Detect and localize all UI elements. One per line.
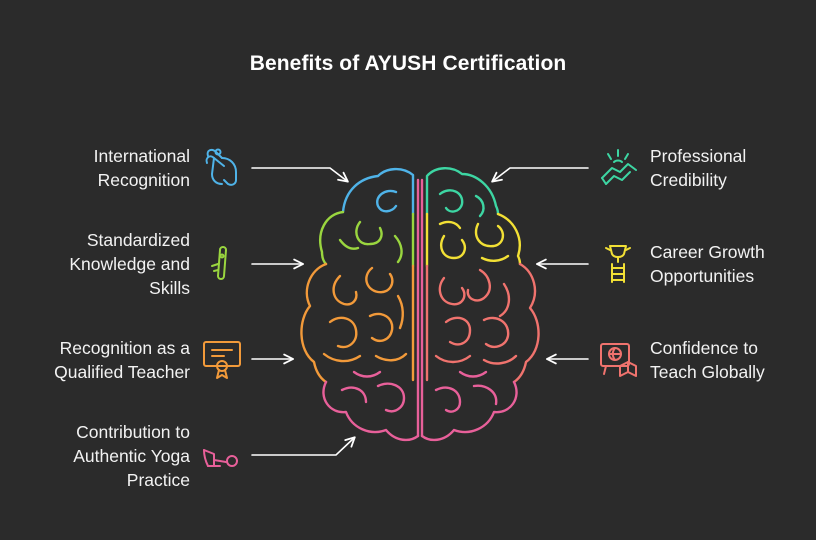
benefit-label-teach-globally: Confidence to Teach Globally [650, 338, 765, 382]
brain-left-lime-lobe [319, 210, 415, 268]
measuring-tool-icon [211, 246, 227, 280]
handshake-icon [601, 149, 637, 185]
benefit-label-professional-credibility: Professional Credibility [650, 146, 747, 190]
brain-left-blue-lobe [341, 167, 415, 216]
benefit-label-career-growth: Career Growth Opportunities [650, 242, 765, 286]
arrow-international-recognition [251, 167, 349, 183]
arrow-authentic-yoga [251, 436, 356, 456]
brain-left-orange-lobe [300, 262, 415, 384]
arrow-professional-credibility [491, 167, 589, 183]
certificate-icon [203, 341, 241, 379]
brain-right-teal-lobe [425, 167, 500, 218]
presentation-globe-icon [600, 343, 637, 377]
hand-pointing-icon [205, 148, 237, 186]
benefit-label-authentic-yoga: Contribution to Authentic Yoga Practice [73, 422, 190, 490]
benefit-label-international-recognition: International Recognition [93, 146, 190, 190]
brain-right-salmon-lobe [425, 262, 540, 384]
page-title: Benefits of AYUSH Certification [249, 52, 567, 75]
benefit-label-standardized-knowledge: Standardized Knowledge and Skills [69, 230, 190, 298]
brain-right-yellow-lobe [425, 212, 522, 268]
brain-left-pink-lobe [322, 178, 420, 442]
brain-right-pink-lobe [420, 178, 518, 442]
benefit-label-qualified-teacher: Recognition as a Qualified Teacher [54, 338, 190, 382]
yoga-pose-icon [203, 449, 238, 467]
ladder-trophy-icon [605, 245, 631, 283]
